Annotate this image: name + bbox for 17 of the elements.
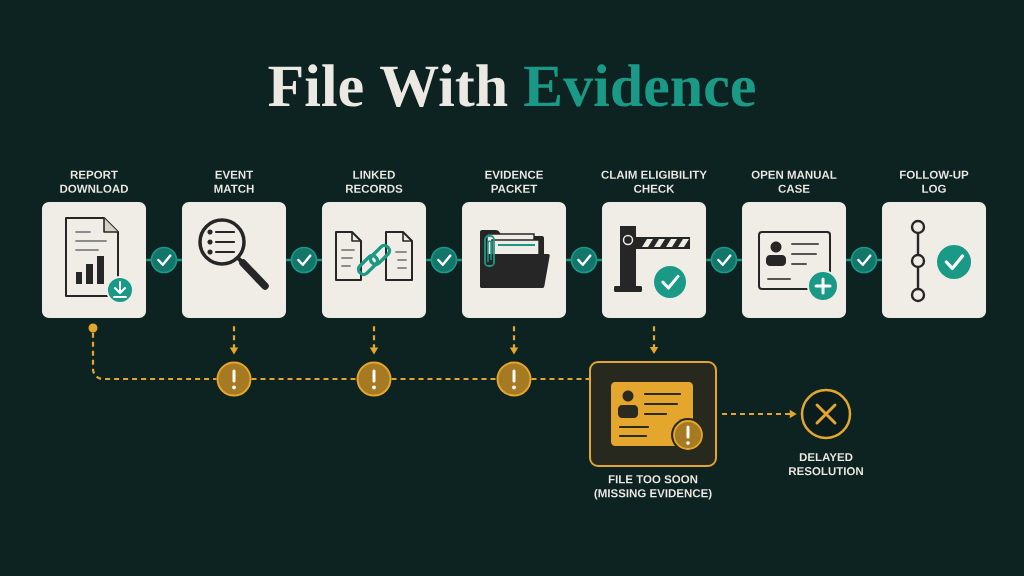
step-label: EVIDENCE PACKET <box>485 170 543 193</box>
dashed-connector-line <box>531 377 589 381</box>
step-label: EVENT MATCH <box>214 170 254 193</box>
dashed-connector-line <box>391 377 497 381</box>
title: File With Evidence <box>268 64 755 107</box>
step-label: CLAIM ELIGIBILITY CHECK <box>601 170 707 193</box>
warning-icon <box>496 361 532 397</box>
alert-label: FILE TOO SOON (MISSING EVIDENCE) <box>594 475 712 500</box>
dashed-connector-line <box>251 377 357 381</box>
step-label: FOLLOW-UP LOG <box>900 170 969 193</box>
step-label: LINKED RECORDS <box>346 170 403 193</box>
warning-icon <box>356 361 392 397</box>
dashed-connector-line <box>91 332 217 381</box>
step-label: OPEN MANUAL CASE <box>751 170 837 193</box>
warning-icon <box>216 361 252 397</box>
step-label: REPORT DOWNLOAD <box>60 170 128 193</box>
outcome-label: DELAYED RESOLUTION <box>789 453 863 476</box>
